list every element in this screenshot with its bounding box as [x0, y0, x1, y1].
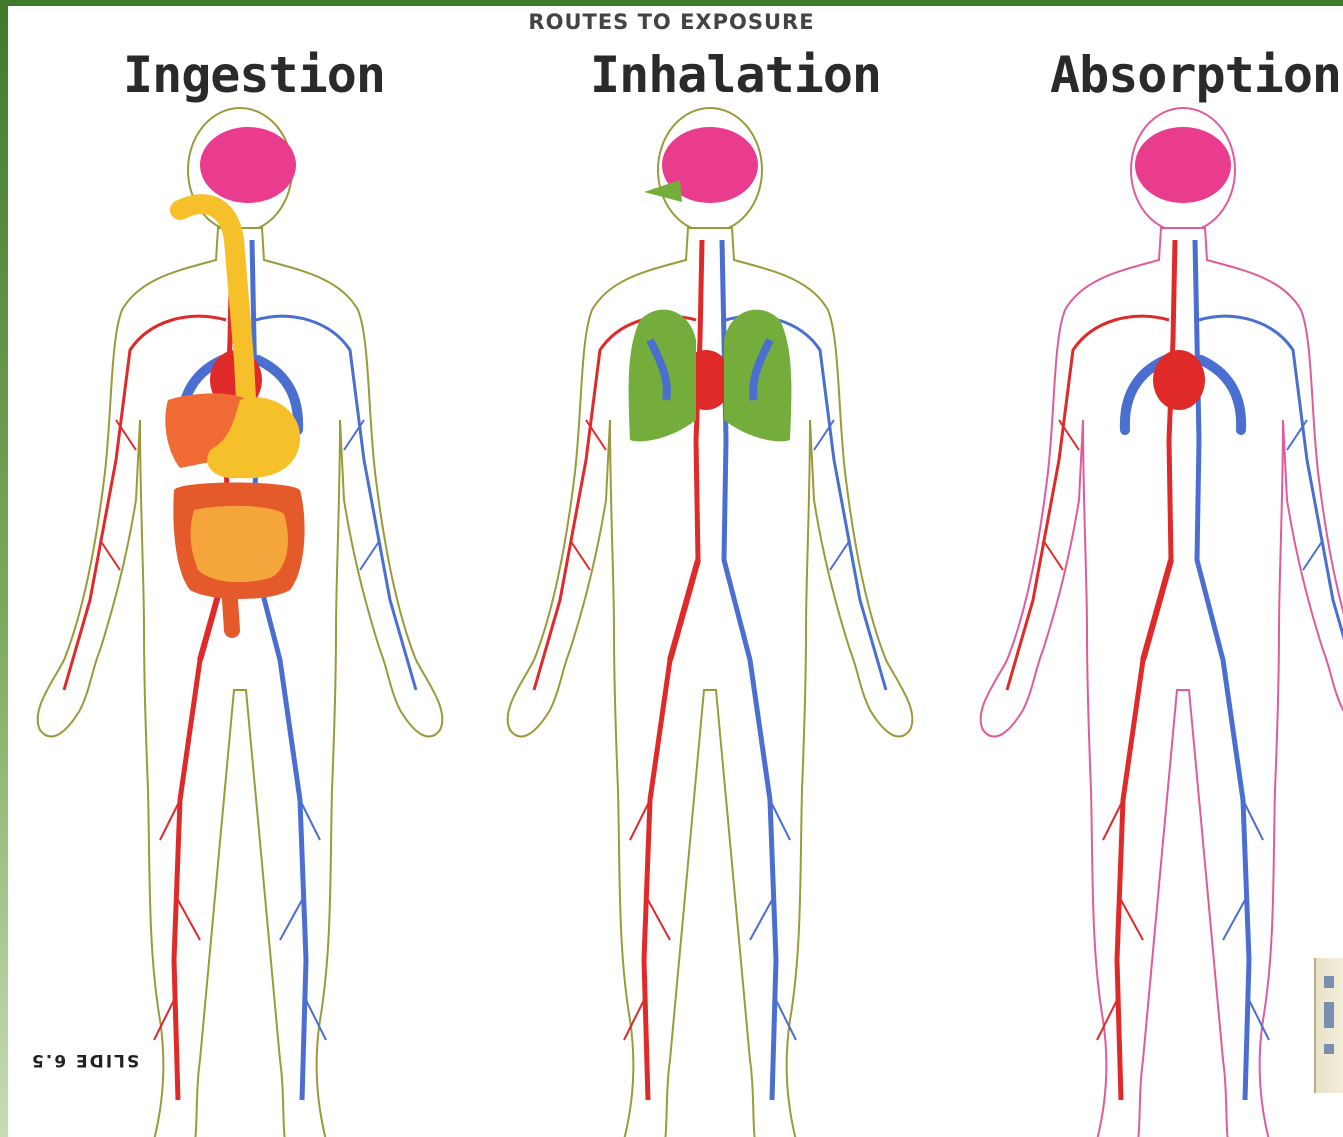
slide-label: SLIDE 6.5 — [30, 1050, 139, 1070]
body-figure-ingestion — [38, 108, 443, 1137]
body-figure-absorption — [981, 108, 1343, 1137]
small-intestine-shape — [191, 506, 288, 582]
brain-icon — [1135, 127, 1231, 203]
brain-icon — [200, 127, 296, 203]
book-thumbnail — [1314, 958, 1343, 1093]
body-figure-inhalation — [508, 108, 913, 1137]
